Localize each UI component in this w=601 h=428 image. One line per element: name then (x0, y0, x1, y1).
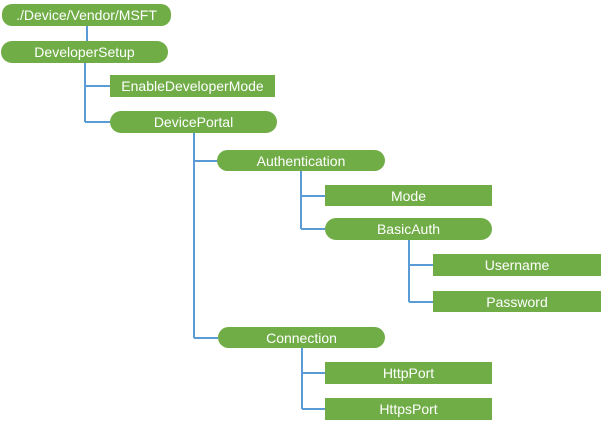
connector-horizontal-segment (301, 195, 325, 197)
connector-horizontal-segment (194, 160, 217, 162)
node-password: Password (433, 291, 601, 312)
node-mode: Mode (325, 185, 492, 206)
node-username: Username (433, 254, 601, 276)
node-connection: Connection (218, 327, 385, 348)
node-label: DevicePortal (153, 114, 234, 130)
node-label: DeveloperSetup (34, 44, 135, 60)
connector-vertical-segment (300, 171, 302, 229)
connector-horizontal-segment (302, 408, 325, 410)
connector-vertical-segment (193, 133, 195, 338)
connector-vertical-segment (86, 26, 88, 41)
node-basic-auth: BasicAuth (325, 218, 492, 240)
node-http-port: HttpPort (325, 362, 492, 384)
node-label: Username (484, 257, 550, 273)
connector-horizontal-segment (302, 372, 325, 374)
connector-vertical-segment (408, 240, 410, 302)
node-developer-setup: DeveloperSetup (1, 41, 168, 63)
node-authentication: Authentication (217, 150, 385, 171)
node-root: ./Device/Vendor/MSFT (2, 4, 171, 26)
node-label: HttpsPort (379, 401, 438, 417)
node-label: Password (486, 293, 548, 310)
node-label: Connection (266, 329, 337, 346)
node-label: ./Device/Vendor/MSFT (16, 7, 157, 23)
connector-horizontal-segment (409, 301, 433, 303)
node-https-port: HttpsPort (325, 398, 492, 420)
connector-horizontal-segment (85, 121, 110, 123)
connector-horizontal-segment (194, 337, 218, 339)
node-label: Authentication (256, 152, 346, 169)
node-device-portal: DevicePortal (110, 111, 277, 133)
connector-vertical-segment (301, 348, 303, 409)
node-enable-developer-mode: EnableDeveloperMode (110, 75, 275, 97)
node-label: HttpPort (382, 365, 435, 381)
connector-horizontal-segment (85, 85, 110, 87)
connector-vertical-segment (84, 63, 86, 122)
node-label: Mode (390, 187, 427, 204)
connector-horizontal-segment (409, 264, 433, 266)
node-label: BasicAuth (376, 221, 441, 237)
connector-horizontal-segment (301, 228, 325, 230)
node-label: EnableDeveloperMode (121, 78, 264, 94)
